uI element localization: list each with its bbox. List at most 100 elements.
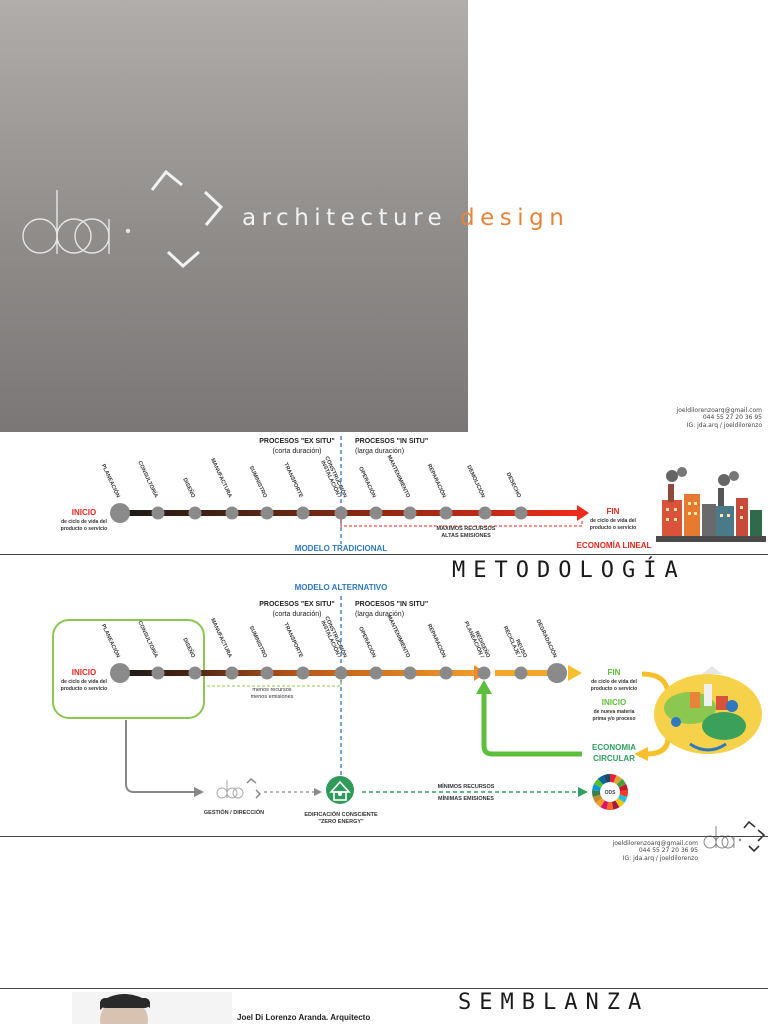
stage-label: CONSULTORÍA [136,619,160,658]
stage-label: TRANSPORTE [282,462,304,499]
less-emissions: menos emisiones [251,694,294,700]
inicio2-sub2: prima y/o proceso [592,716,635,722]
contact-email: joeldilorenzoarq@gmail.com [612,840,698,847]
stage-label: REPARACIÓN [426,462,449,499]
stage-label: OPERACIÓN [357,465,378,499]
stage-label: SUMINISTRO [248,625,268,659]
circular-arrowhead [476,680,492,694]
inicio-label: INICIO [72,668,96,677]
fin-sub2: producto o servicio [591,686,637,692]
fin-label: FIN [607,507,620,516]
stage-label: DISEÑO [181,477,197,500]
stage-label: DEGRADACIÓN [535,618,560,659]
factory-illustration [656,467,766,542]
fin-sub1: de ciclo de vida del [590,518,636,524]
timeline-node [369,666,383,680]
in-situ-title: PROCESOS "IN SITU" [355,601,428,608]
timeline-node [225,506,239,520]
zero-energy-house-icon [326,776,354,804]
model-alternative-label: MODELO ALTERNATIVO [295,583,388,592]
min-arrowhead [578,787,588,797]
timeline-arrow [577,505,589,521]
profile-name: Joel Di Lorenzo Aranda. Arquitecto [237,1013,371,1022]
alternative-diagram: MODELO ALTERNATIVO PROCESOS "EX SITU" (c… [52,583,762,825]
in-situ-sub: (larga duración) [355,611,404,618]
stage-label: DEMOLICIÓN [465,464,487,499]
stage-label: SUMINISTRO [248,465,268,499]
timeline-node [477,666,491,680]
model-traditional-label: MODELO TRADICIONAL [295,544,388,553]
less-resources: menos recursos [252,687,291,693]
stage-label: PLANEACIÓN [100,622,123,658]
timeline-node [151,666,165,680]
contact-phone: 044 55 27 20 36 95 [638,847,698,855]
timeline-node [260,666,274,680]
inicio2-sub1: de nueva materia [594,709,635,715]
inicio2-label: INICIO [602,698,626,707]
edif-label-1: EDIFICACIÓN CONSCIENTE [304,810,378,818]
timeline-node [188,506,202,520]
fin-sub1: de ciclo de vida del [591,679,637,685]
stage-label: MANTENIMIENTO [386,614,411,659]
timeline-node [110,663,130,683]
economy-linear-label: ECONOMÍA LINEAL [577,541,652,550]
timeline-arrow-2 [568,665,582,681]
divider [0,988,768,989]
timeline-bar [120,510,578,516]
contact-social: IG: jda.arq / joeldilorenzo [686,421,762,429]
timeline-node [260,506,274,520]
stage-label: DESECHO [505,472,522,500]
max-emissions: ALTAS EMISIONES [441,533,491,539]
inicio-sub2: producto o servicio [61,686,107,692]
timeline-node [403,666,417,680]
stage-label: MANUFACTURA [209,618,233,659]
timeline-node [110,503,130,523]
timeline-node [225,666,239,680]
stage-label: MANTENIMIENTO [386,454,411,499]
ex-situ-title: PROCESOS "EX SITU" [259,438,335,445]
timeline-node [514,506,528,520]
less-bracket [203,679,342,687]
stage-label: REPARACIÓN [426,622,449,659]
inicio-sub2: producto o servicio [61,526,107,532]
eco-city-illustration [654,666,762,754]
jda-small-logo [216,777,262,799]
gestion-to-edif-arrowhead [314,788,322,796]
stage-label: PLANEACIÓN [100,462,123,498]
timeline-node [403,506,417,520]
min-resources: MÍNIMOS RECURSOS [438,782,495,790]
stage-label: TRANSPORTE [282,622,304,659]
portrait-photo [72,992,232,1028]
stage-label: OPERACIÓN [357,625,378,659]
timeline-node [334,506,348,520]
gestion-label: GESTIÓN / DIRECCIÓN [204,808,264,816]
inicio-box [52,619,205,719]
timeline-node [478,506,492,520]
inicio-sub1: de ciclo de vida del [61,679,107,685]
timeline-node [151,506,165,520]
stage-label: DISEÑO [181,637,197,660]
section-title-semblanza: SEMBLANZA [458,990,650,1015]
timeline-node [369,506,383,520]
yellow-arrow-2 [645,737,671,757]
contact-email: joeldilorenzoarq@gmail.com [676,407,762,414]
gestion-connector [125,720,196,793]
circular-label-1: ECONOMIA [592,743,636,752]
cover-contact: joeldilorenzoarq@gmail.com 044 55 27 20 … [560,407,762,429]
ex-situ-title: PROCESOS "EX SITU" [259,601,335,608]
brand-wordmark: architecture design [242,205,570,231]
traditional-diagram: PROCESOS "EX SITU" (corta duración) PROC… [61,436,766,553]
timeline-node [188,666,202,680]
yellow-arrowhead-2 [634,747,648,761]
section-title-metodologia: METODOLOGÍA [452,558,686,583]
ods-center [600,782,620,802]
ods-label: ODS [605,790,617,796]
in-situ-sub: (larga duración) [355,448,404,455]
circular-label-2: CIRCULAR [593,754,635,763]
edif-label-2: "ZERO ENERGY" [318,819,364,825]
timeline-node [439,506,453,520]
timeline-node [439,666,453,680]
min-emissions: MÍNIMAS EMISIONES [438,794,494,802]
stage-label: MANUFACTURA [209,458,233,499]
method-contact: joeldilorenzoarq@gmail.com 044 55 27 20 … [560,840,698,862]
